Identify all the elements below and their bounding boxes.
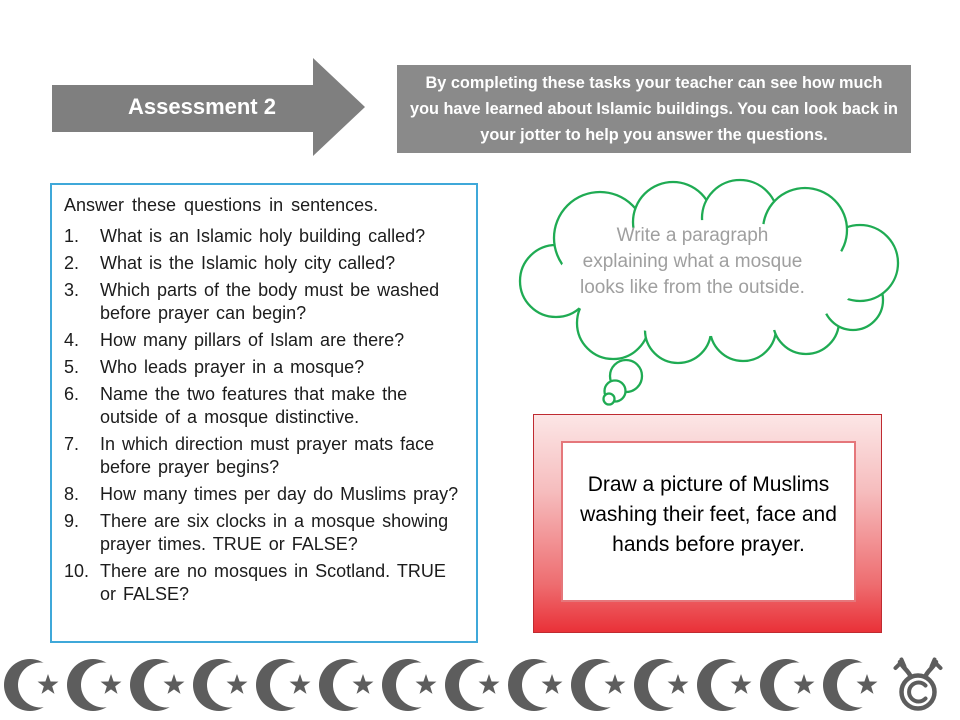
question-number: 2. [64, 253, 80, 273]
question-text: Which parts of the body must be washed b… [100, 280, 440, 323]
question-item: 9. There are six clocks in a mosque show… [64, 510, 468, 556]
crescent-row [4, 652, 950, 716]
question-item: 3. Which parts of the body must be washe… [64, 279, 468, 325]
question-text: There are no mosques in Scotland. TRUE o… [100, 561, 446, 604]
question-item: 8. How many times per day do Muslims pra… [64, 483, 468, 506]
antler-copyright-icon [893, 657, 943, 711]
questions-intro: Answer these questions in sentences. [64, 195, 379, 215]
crescent-star-icon [445, 659, 503, 711]
question-item: 1. What is an Islamic holy building call… [64, 225, 468, 248]
question-item: 5. Who leads prayer in a mosque? [64, 356, 468, 379]
crescent-star-icon [634, 659, 692, 711]
draw-task-text: Draw a picture of Muslims washing their … [580, 472, 837, 556]
instruction-box: By completing these tasks your teacher c… [397, 65, 911, 153]
instruction-text: By completing these tasks your teacher c… [410, 74, 898, 144]
question-text: How many times per day do Muslims pray? [100, 484, 459, 504]
question-number: 10. [64, 561, 90, 581]
question-number: 7. [64, 434, 80, 454]
crescent-star-icon [571, 659, 629, 711]
crescent-star-icon [760, 659, 818, 711]
questions-box: Answer these questions in sentences. 1. … [50, 183, 478, 643]
question-text: In which direction must prayer mats face… [100, 434, 435, 477]
crescent-star-icon [67, 659, 125, 711]
thought-tail-circles [602, 358, 644, 406]
question-number: 5. [64, 357, 80, 377]
question-item: 6. Name the two features that make the o… [64, 383, 468, 429]
arrow-shape [52, 58, 365, 156]
question-item: 2. What is the Islamic holy city called? [64, 252, 468, 275]
question-number: 4. [64, 330, 80, 350]
question-number: 1. [64, 226, 80, 246]
question-text: How many pillars of Islam are there? [100, 330, 405, 350]
crescent-star-icon [256, 659, 314, 711]
crescent-star-icon [508, 659, 566, 711]
question-number: 6. [64, 384, 80, 404]
crescent-star-icon [4, 659, 62, 711]
question-text: What is an Islamic holy building called? [100, 226, 426, 246]
crescent-star-icon [823, 659, 881, 711]
question-text: What is the Islamic holy city called? [100, 253, 396, 273]
thought-cloud-shape [518, 178, 900, 406]
draw-task-inner-box: Draw a picture of Muslims washing their … [561, 441, 856, 602]
question-item: 4. How many pillars of Islam are there? [64, 329, 468, 352]
question-text: Who leads prayer in a mosque? [100, 357, 365, 377]
draw-task-box: Draw a picture of Muslims washing their … [533, 414, 882, 633]
crescent-star-icon [193, 659, 251, 711]
question-number: 3. [64, 280, 80, 300]
crescent-star-icon [319, 659, 377, 711]
question-number: 8. [64, 484, 80, 504]
question-text: Name the two features that make the outs… [100, 384, 408, 427]
crescent-star-icon [697, 659, 755, 711]
assessment-title: Assessment 2 [128, 94, 276, 119]
question-item: 10. There are no mosques in Scotland. TR… [64, 560, 468, 606]
crescent-star-icon [130, 659, 188, 711]
crescent-star-icon [382, 659, 440, 711]
question-number: 9. [64, 511, 80, 531]
question-item: 7. In which direction must prayer mats f… [64, 433, 468, 479]
question-text: There are six clocks in a mosque showing… [100, 511, 449, 554]
cloud-task-text: Write a paragraph explaining what a mosq… [580, 225, 805, 298]
